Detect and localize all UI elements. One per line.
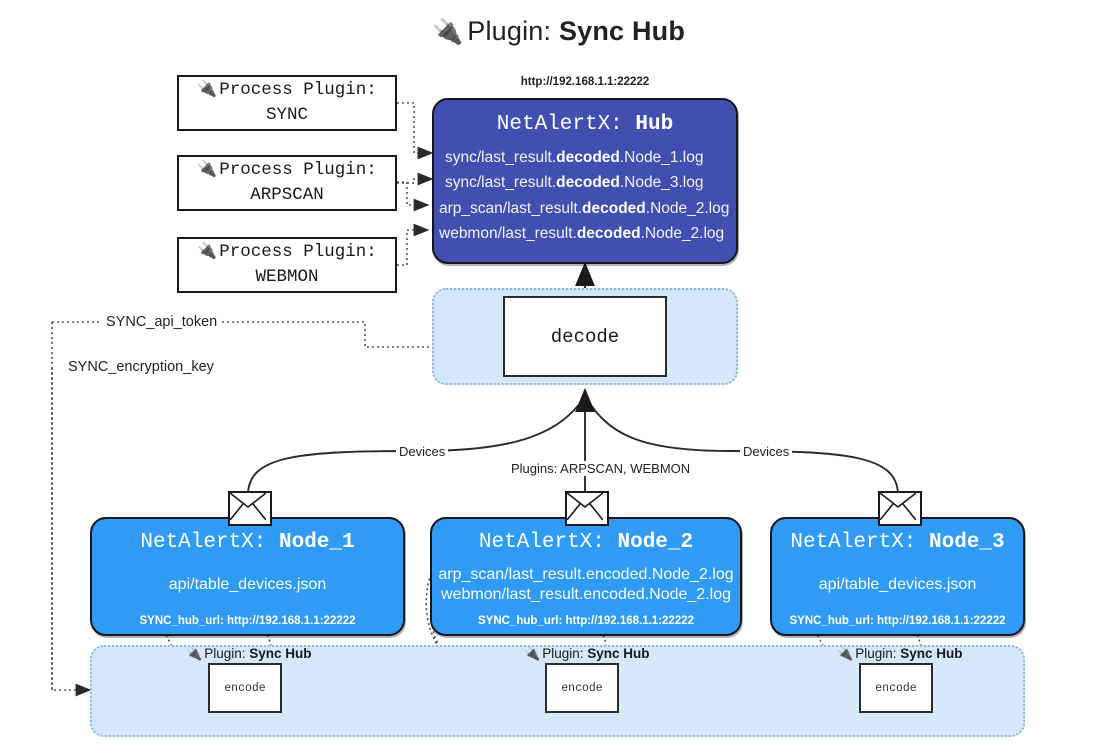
process-plugin-name: SYNC [265,105,308,125]
log-pre: webmon/last_result. [439,224,577,242]
decode-box[interactable]: decode [503,296,667,377]
plug-icon: 🔌 [837,646,854,661]
hub-log-row: sync/last_result.decoded.Node_3.log [445,170,736,195]
node-line: arp_scan/last_result.encoded.Node_2.log [438,565,734,583]
envelope-glyph [566,492,604,521]
node-title: NetAlertX: Node_2 [479,531,693,554]
plug-icon: 🔌 [186,646,203,661]
node-line: api/table_devices.json [818,575,977,593]
process-plugin-name: WEBMON [255,267,319,287]
log-bold: decoded [556,149,620,166]
encode-box-1[interactable]: encode [208,663,282,713]
plug-icon: 🔌 [197,243,218,261]
log-post: .Node_3.log [619,174,704,192]
process-plugin-label-text: Process Plugin: [219,80,377,101]
node-title-strong: Node_1 [279,531,355,554]
process-plugin-label-text: Process Plugin: [219,242,377,263]
node-lines: api/table_devices.json [92,554,403,615]
node-title-prefix: NetAlertX: [478,531,605,554]
plugin-caption-strong: Sync Hub [900,646,963,661]
page-title-prefix: Plugin: [467,16,552,46]
config-encryption-key-label: SYNC_encryption_key [64,359,218,375]
log-bold: decoded [576,224,641,242]
node-title: NetAlertX: Node_3 [790,531,1004,554]
plugin-caption-strong: Sync Hub [587,646,650,661]
log-pre: sync/last_result. [445,149,557,166]
process-plugin-label: 🔌Process Plugin: [197,158,376,183]
edge-label-plugins-center: Plugins: ARPSCAN, WEBMON [508,461,694,476]
plug-icon: 🔌 [431,18,464,46]
process-plugin-label: 🔌Process Plugin: [197,240,376,265]
node-hub-url: SYNC_hub_url: http://192.168.1.1:22222 [139,615,356,627]
process-plugin-name: ARPSCAN [250,185,324,205]
hub-log-row: arp_scan/last_result.decoded.Node_2.log [439,196,736,221]
plug-icon: 🔌 [524,646,541,661]
log-post: .Node_2.log [645,199,730,217]
node-box-node-2[interactable]: NetAlertX: Node_2 arp_scan/last_result.e… [430,517,742,636]
process-plugin-box-sync[interactable]: 🔌Process Plugin: SYNC [177,75,397,131]
node-lines: api/table_devices.json [772,554,1023,615]
plugin-caption-2: 🔌Plugin: Sync Hub [524,646,650,662]
node-lines: arp_scan/last_result.encoded.Node_2.log … [432,554,740,615]
encode-label: encode [875,681,917,695]
hub-log-row: sync/last_result.decoded.Node_1.log [445,145,736,170]
page-title: 🔌Plugin: Sync Hub [0,16,1117,47]
log-pre: sync/last_result. [445,174,557,192]
plugin-caption-prefix: Plugin: [542,646,584,661]
process-plugin-label-text: Process Plugin: [219,160,377,181]
hub-title-prefix: NetAlertX: [496,113,623,136]
node-box-node-1[interactable]: NetAlertX: Node_1 api/table_devices.json… [90,517,405,636]
node-title-prefix: NetAlertX: [140,531,267,554]
process-plugin-label: 🔌Process Plugin: [197,78,376,103]
encode-box-3[interactable]: encode [859,663,933,713]
process-plugin-box-webmon[interactable]: 🔌Process Plugin: WEBMON [177,237,397,293]
encode-label: encode [224,681,266,695]
node-hub-url: SYNC_hub_url: http://192.168.1.1:22222 [477,615,695,627]
decode-label: decode [550,325,620,348]
hub-url-caption: http://192.168.1.1:22222 [520,76,650,88]
envelope-glyph [879,492,917,521]
log-post: .Node_1.log [619,149,704,166]
envelope-icon [565,491,609,526]
log-post: .Node_2.log [640,224,725,242]
node-title-strong: Node_3 [929,531,1005,554]
envelope-icon [228,491,272,526]
hub-title: NetAlertX: Hub [434,113,736,136]
encode-box-2[interactable]: encode [545,663,619,713]
node-line: webmon/last_result.encoded.Node_2.log [441,585,731,603]
plugin-caption-prefix: Plugin: [204,646,246,661]
page-title-strong: Sync Hub [558,16,686,46]
node-title-strong: Node_2 [617,531,694,554]
hub-log-list: sync/last_result.decoded.Node_1.log sync… [434,145,736,246]
hub-log-row: webmon/last_result.decoded.Node_2.log [439,221,736,246]
hub-title-strong: Hub [635,113,674,136]
envelope-glyph [229,492,267,521]
plugin-caption-strong: Sync Hub [249,646,312,661]
plug-icon: 🔌 [197,81,218,99]
envelope-icon [878,491,922,526]
node-hub-url: SYNC_hub_url: http://192.168.1.1:22222 [789,615,1006,627]
log-bold: decoded [582,199,646,217]
node-title: NetAlertX: Node_1 [140,531,354,554]
process-plugin-box-arpscan[interactable]: 🔌Process Plugin: ARPSCAN [177,155,397,211]
node-line: api/table_devices.json [168,575,327,593]
node-title-prefix: NetAlertX: [790,531,917,554]
hub-box[interactable]: NetAlertX: Hub sync/last_result.decoded.… [432,98,738,264]
edge-label-devices-right: Devices [740,444,793,459]
log-bold: decoded [556,174,620,192]
log-pre: arp_scan/last_result. [439,199,583,217]
encode-label: encode [561,681,603,695]
plugin-caption-3: 🔌Plugin: Sync Hub [837,646,963,662]
plugin-caption-1: 🔌Plugin: Sync Hub [186,646,312,662]
config-api-token-label: SYNC_api_token [102,314,222,330]
plugin-caption-prefix: Plugin: [855,646,897,661]
plug-icon: 🔌 [197,161,218,179]
edge-label-devices-left: Devices [396,444,449,459]
node-box-node-3[interactable]: NetAlertX: Node_3 api/table_devices.json… [770,517,1025,636]
